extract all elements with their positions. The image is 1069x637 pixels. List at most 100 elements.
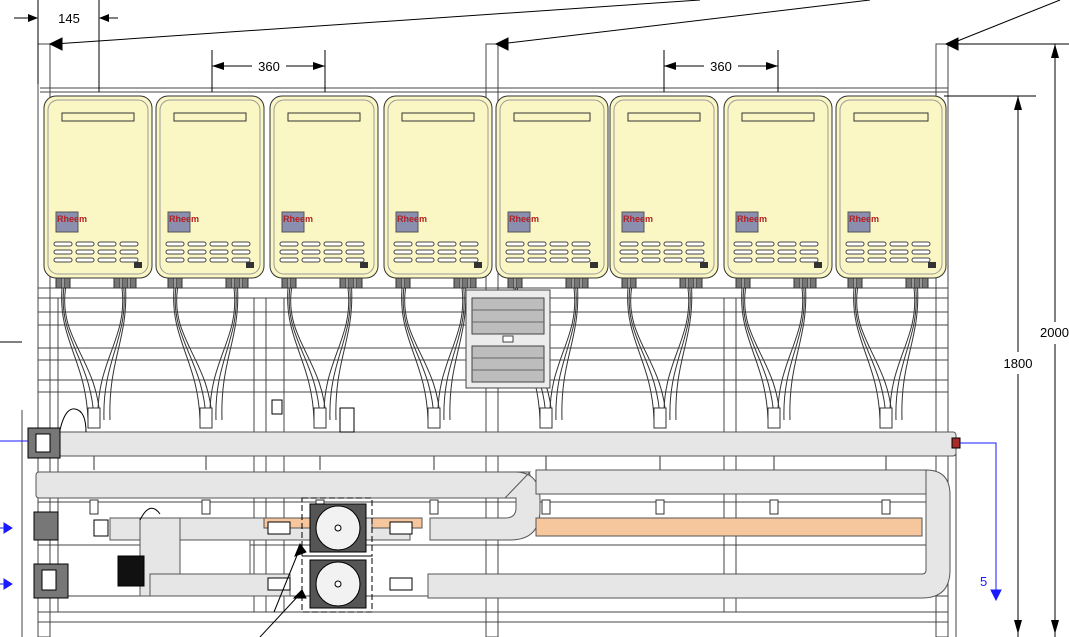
- vent-slot: [209, 241, 229, 247]
- vent-slot: [279, 241, 299, 247]
- flex-hose: [221, 287, 239, 421]
- circulation-pump-lower: [301, 555, 373, 613]
- vent-slot: [619, 257, 639, 263]
- heater-handle: [513, 112, 591, 122]
- vent-slot: [527, 241, 547, 247]
- vent-slot: [279, 257, 299, 263]
- electrical-panel: [465, 289, 551, 389]
- vent-slot: [231, 249, 251, 255]
- brand-label: Rheem: [169, 214, 199, 224]
- brand-label: Rheem: [509, 214, 539, 224]
- vent-slot: [53, 257, 73, 263]
- water-heater-unit: Rheem: [43, 95, 153, 289]
- flex-hose: [854, 287, 887, 421]
- vent-slot: [97, 249, 117, 255]
- flex-hose: [404, 287, 441, 421]
- isolation-valve: [879, 407, 893, 429]
- flex-hose: [663, 287, 690, 421]
- rheem-logo: [55, 211, 79, 233]
- vent-slot: [867, 241, 887, 247]
- heater-handle: [741, 112, 815, 122]
- status-led: [814, 262, 822, 268]
- vent-slot: [505, 249, 525, 255]
- frame-post-right: [935, 43, 949, 637]
- flex-hose: [335, 287, 353, 421]
- dimension-label-360-right: 360: [710, 59, 732, 74]
- vent-slot: [799, 241, 819, 247]
- vent-slot: [323, 249, 343, 255]
- water-heater-unit: Rheem: [269, 95, 379, 289]
- isolation-valve: [653, 407, 667, 429]
- vent-slot: [119, 241, 139, 247]
- dimension-label-145: 145: [58, 11, 80, 26]
- vent-slot: [75, 249, 95, 255]
- vent-slot: [777, 241, 797, 247]
- flex-hose: [288, 287, 321, 421]
- vent-slot: [165, 249, 185, 255]
- vent-slot: [437, 241, 457, 247]
- flex-hose: [741, 287, 769, 421]
- rheem-logo: [621, 211, 645, 233]
- vent-slot: [119, 249, 139, 255]
- pipework: [35, 431, 957, 599]
- flex-hose: [901, 287, 919, 421]
- flex-hose: [777, 287, 804, 421]
- vent-slot: [799, 249, 819, 255]
- flex-hose: [630, 287, 667, 421]
- vent-slot: [459, 257, 479, 263]
- dimension-2000: 2000: [948, 43, 1069, 637]
- vent-slot: [209, 257, 229, 263]
- water-heater-unit: Rheem: [609, 95, 719, 289]
- vent-slot: [393, 257, 413, 263]
- flow-arrows: 5: [0, 440, 1002, 602]
- vent-slot: [345, 241, 365, 247]
- vent-slot: [845, 249, 865, 255]
- vent-slot: [911, 249, 931, 255]
- vent-slot: [911, 241, 931, 247]
- vent-slot: [571, 241, 591, 247]
- flex-hose: [889, 287, 916, 421]
- flex-hose: [437, 287, 464, 421]
- heater-handle: [401, 112, 475, 122]
- vent-slot: [187, 257, 207, 263]
- flex-hose: [290, 287, 327, 421]
- vent-slot: [415, 249, 435, 255]
- brand-label: Rheem: [623, 214, 653, 224]
- vent-slot: [437, 257, 457, 263]
- vent-slot: [527, 249, 547, 255]
- rheem-logo: [507, 211, 531, 233]
- flex-hose: [895, 287, 917, 421]
- heater-handle: [173, 112, 247, 122]
- flex-hose: [744, 287, 781, 421]
- rheem-logo: [167, 211, 191, 233]
- flex-hose: [174, 287, 207, 421]
- cold-header-pipe: [35, 471, 531, 499]
- dimension-label-2000: 2000: [1040, 325, 1069, 340]
- vent-slot: [165, 241, 185, 247]
- vent-slot: [755, 241, 775, 247]
- water-heater-unit: Rheem: [155, 95, 265, 289]
- vent-slot: [279, 249, 299, 255]
- controller-box: [117, 555, 145, 587]
- rheem-logo: [395, 211, 419, 233]
- brand-label: Rheem: [57, 214, 87, 224]
- vent-slot: [345, 257, 365, 263]
- isolation-valve: [87, 407, 101, 429]
- flex-hose: [449, 287, 467, 421]
- vent-slot: [415, 257, 435, 263]
- isolation-valve: [199, 407, 213, 429]
- vent-slot: [867, 257, 887, 263]
- flex-hose: [61, 287, 89, 421]
- dimension-1800: 1800: [944, 95, 1038, 637]
- hot-outlet-pipe: [535, 517, 923, 537]
- vent-slot: [889, 257, 909, 263]
- flex-hose: [323, 287, 350, 421]
- dimension-145: 145: [14, 0, 118, 92]
- status-led: [474, 262, 482, 268]
- vent-slot: [231, 241, 251, 247]
- vent-slot: [53, 241, 73, 247]
- vent-slot: [505, 257, 525, 263]
- vent-slot: [755, 257, 775, 263]
